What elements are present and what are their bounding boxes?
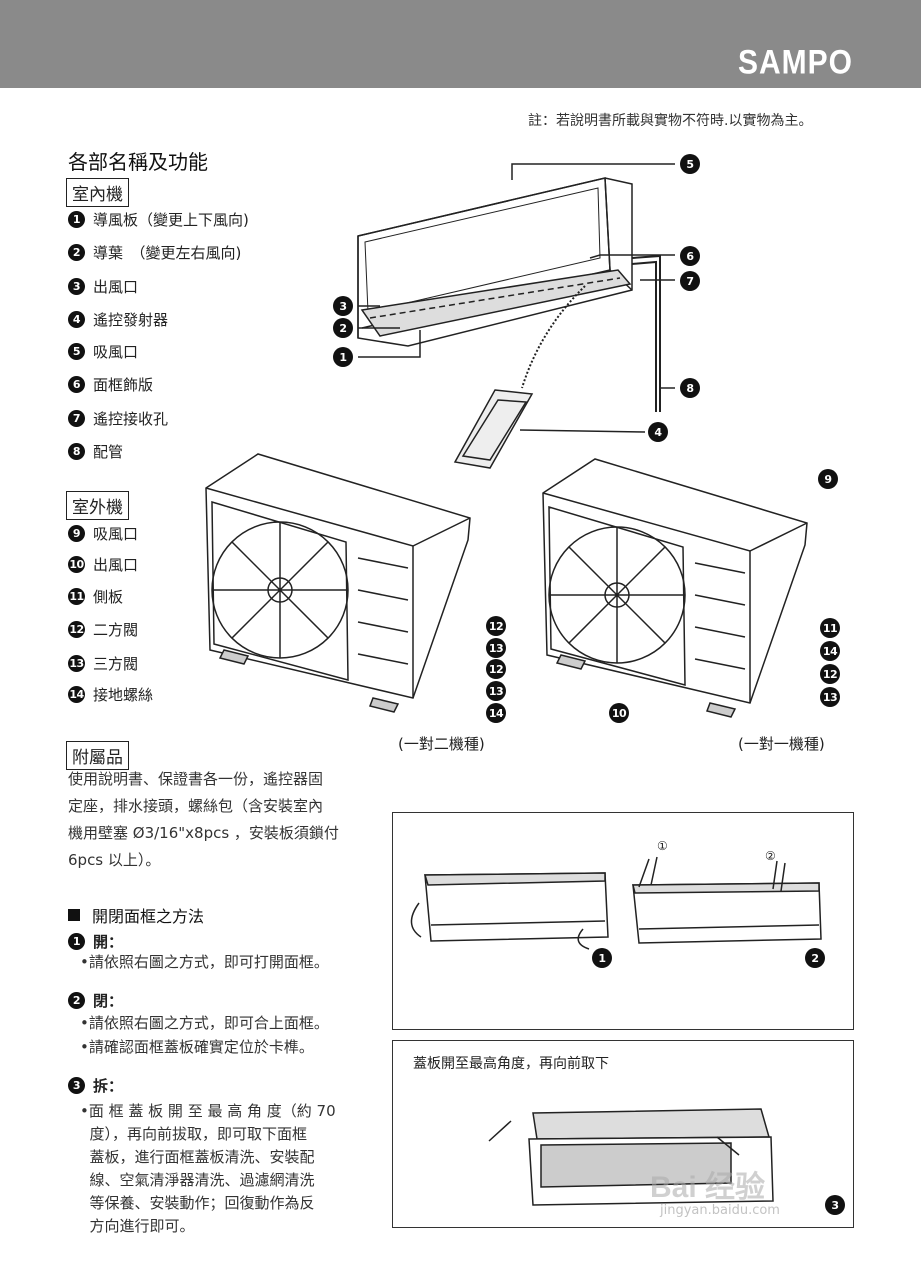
callout-10: 10	[609, 703, 629, 723]
disclaimer-note: 註：若說明書所載與實物不符時.以實物為主。	[528, 113, 813, 129]
circled-step-2: ②	[765, 849, 776, 863]
accessories-text: 使用說明書、保證書各一份，遙控器固 定座，排水接頭，螺絲包（含安裝室內 機用壁塞…	[68, 770, 339, 869]
outdoor-unit-right	[542, 458, 808, 718]
caption-one-to-two: (一對二機種)	[398, 735, 485, 753]
callout-2: 2	[333, 318, 353, 338]
square-bullet-icon	[68, 909, 80, 921]
callout-9: 9	[818, 469, 838, 489]
header-bar	[0, 0, 921, 88]
callout-4: 4	[648, 422, 668, 442]
section-title: 各部名稱及功能	[68, 150, 208, 174]
callout-11: 11	[820, 618, 840, 638]
callout-12c: 12	[820, 664, 840, 684]
circled-step-1: ①	[657, 839, 668, 853]
accessories-label: 附屬品	[66, 741, 129, 770]
step-1-line-1: •請依照右圖之方式，即可打開面框。	[80, 953, 329, 971]
method-title: 開閉面框之方法	[68, 903, 204, 927]
callout-5: 5	[680, 154, 700, 174]
callout-6: 6	[680, 246, 700, 266]
callout-7: 7	[680, 271, 700, 291]
brand-logo: SAMPO	[737, 43, 853, 82]
callout-8: 8	[680, 378, 700, 398]
figure-callout-2: 2	[805, 948, 825, 968]
callout-13c: 13	[820, 687, 840, 707]
step-2-line-2: •請確認面框蓋板確實定位於卡榫。	[80, 1038, 314, 1056]
callout-13b: 13	[486, 681, 506, 701]
remove-panel-illustration	[488, 1108, 774, 1206]
callout-1: 1	[333, 347, 353, 367]
indoor-label: 室內機	[66, 178, 129, 207]
callout-13a: 13	[486, 638, 506, 658]
figure-remove-panel: 蓋板開至最高角度，再向前取下 3	[392, 1040, 854, 1228]
step-3-text: •面 框 蓋 板 開 至 最 高 角 度（約 70 度），再向前拔取，即可取下面…	[80, 1102, 336, 1235]
outdoor-unit-left	[205, 453, 471, 713]
callout-12a: 12	[486, 616, 506, 636]
callout-14b: 14	[820, 641, 840, 661]
callout-3: 3	[333, 296, 353, 316]
remove-panel-caption: 蓋板開至最高角度，再向前取下	[413, 1056, 609, 1072]
indoor-unit-illustration	[357, 163, 675, 469]
watermark-url: jingyan.baidu.com	[660, 1203, 780, 1218]
watermark-logo: Bai 经验	[650, 1171, 766, 1204]
figure-open-close: 1 2 ① ②	[392, 812, 854, 1030]
callout-14a: 14	[486, 703, 506, 723]
open-close-illustration	[410, 856, 822, 950]
figure-callout-1: 1	[592, 948, 612, 968]
outdoor-label: 室外機	[66, 491, 129, 520]
step-2-line-1: •請依照右圖之方式，即可合上面框。	[80, 1014, 329, 1032]
figure-callout-3: 3	[825, 1195, 845, 1215]
callout-12b: 12	[486, 659, 506, 679]
caption-one-to-one: (一對一機種)	[738, 735, 825, 753]
